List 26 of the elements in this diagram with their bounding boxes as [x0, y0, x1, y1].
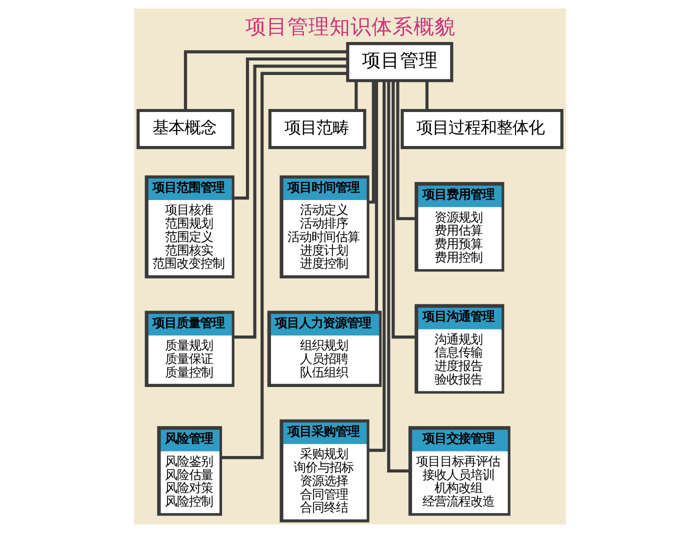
node-box: 项目沟通管理 沟通规划 信息传输 进度报告 验收报告 [414, 304, 504, 394]
connector [232, 57, 348, 200]
connector [425, 80, 429, 110]
connector [367, 80, 375, 204]
connector [368, 80, 386, 452]
node-box: 项目管理 [346, 42, 454, 82]
node-box: 风险管理 风险鉴别 风险估量 风险对策 风险控制 [157, 426, 222, 516]
node-box: 项目过程和整体化 [400, 108, 564, 150]
connector [354, 80, 358, 110]
connector [396, 80, 417, 220]
connector [220, 72, 348, 460]
node-box: 项目采购管理 采购规划 询价与招标 资源选择 合同管理 合同终结 [280, 419, 370, 522]
connector [374, 80, 378, 313]
node-box: 项目费用管理 资源规划 费用估算 费用预算 费用控制 [414, 182, 504, 272]
node-box: 项目人力资源管理 组织规划 人员招聘 队伍组织 [267, 310, 382, 387]
diagram-title: 项目管理知识体系概貌 [245, 14, 456, 38]
connector [232, 64, 348, 339]
node-box: 基本概念 [136, 108, 234, 150]
connector [392, 80, 416, 339]
connector [387, 80, 410, 472]
node-box: 项目范畴 [268, 108, 366, 150]
connector [184, 50, 348, 110]
node-box: 项目时间管理 活动定义 活动排序 活动时间估算 进度计划 进度控制 [280, 175, 370, 278]
node-box: 项目交接管理 项目目标再评估 接收人员培训 机构改组 经营流程改造 [408, 426, 510, 516]
node-box: 项目质量管理 质量规划 质量保证 质量控制 [144, 310, 234, 387]
node-box: 项目范围管理 项目核准 范围规划 范围定义 范围核实 范围改变控制 [144, 175, 234, 278]
